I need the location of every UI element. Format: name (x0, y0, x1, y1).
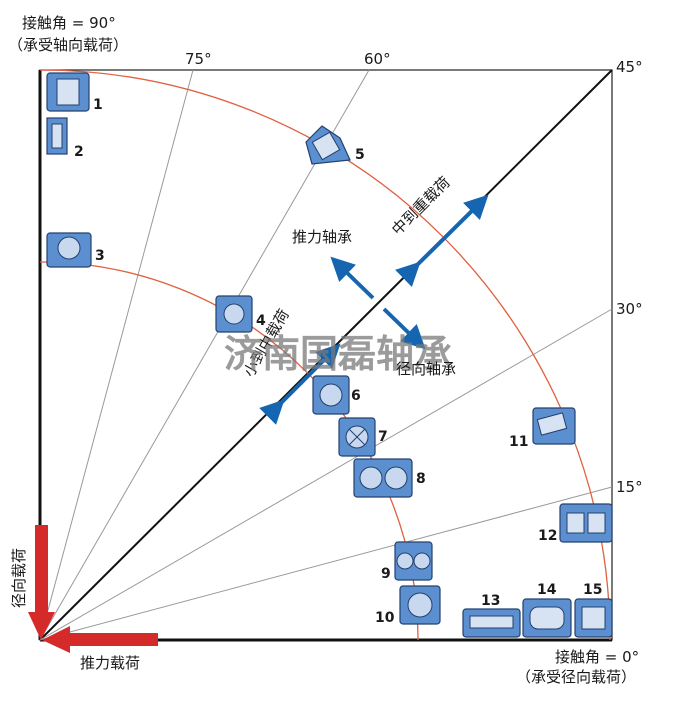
bearing-number-4: 4 (256, 313, 266, 329)
corner-top-line2: （承受轴向载荷） (8, 36, 129, 54)
bearing-icon-6 (312, 375, 350, 415)
line-30 (39, 308, 613, 641)
bearing-number-2: 2 (74, 144, 84, 160)
bearing-icon-4 (215, 295, 253, 333)
bearing-icon-14 (522, 598, 572, 638)
bearing-number-14: 14 (537, 582, 557, 598)
bearing-icon-10 (399, 585, 441, 625)
watermark: 济南国磊轴承 (224, 332, 452, 376)
bearing-icon-1 (46, 72, 90, 112)
thrust-load-arrow (42, 626, 158, 653)
corner-top-line1: 接触角 = 90° (22, 14, 116, 32)
bearing-icon-12 (559, 503, 613, 543)
bearing-icon-3 (46, 232, 92, 268)
bearing-icon-15 (574, 598, 613, 638)
bearing-number-6: 6 (351, 388, 361, 404)
arrow-light-medium (259, 343, 341, 425)
label-medium-heavy: 中到重载荷 (388, 173, 454, 239)
bearing-number-9: 9 (381, 566, 391, 582)
line-75 (39, 69, 194, 641)
bearing-number-5: 5 (355, 147, 365, 163)
label-radial-bearing: 径向轴承 (396, 360, 457, 378)
bearing-icon-9 (394, 541, 433, 581)
bearing-icon-2 (46, 117, 68, 155)
bearing-number-15: 15 (583, 582, 603, 598)
angle-label-45: 45° (616, 58, 643, 76)
bearing-icon-8 (353, 458, 413, 498)
bearing-number-11: 11 (509, 434, 529, 450)
corner-bottom-line1: 接触角 = 0° (555, 648, 640, 666)
bearing-number-3: 3 (95, 248, 105, 264)
bearing-number-12: 12 (538, 528, 558, 544)
bearing-icon-13 (462, 608, 521, 638)
radial-load-arrow (28, 525, 55, 640)
bearing-icon-11 (532, 407, 576, 445)
arrow-thrust (330, 256, 375, 300)
line-15 (39, 486, 613, 641)
angle-label-15: 15° (616, 478, 643, 496)
bearing-icon-5 (305, 125, 351, 165)
label-thrust-bearing: 推力轴承 (292, 228, 353, 246)
angle-label-75: 75° (185, 50, 212, 68)
angle-label-60: 60° (364, 50, 391, 68)
angle-label-30: 30° (616, 300, 643, 318)
label-thrust-load: 推力载荷 (80, 654, 141, 672)
arrow-radial (382, 307, 426, 350)
bearing-number-7: 7 (378, 429, 388, 445)
bearing-number-1: 1 (93, 97, 103, 113)
label-radial-load: 径向载荷 (10, 548, 28, 608)
bearing-number-13: 13 (481, 593, 501, 609)
bearing-number-8: 8 (416, 471, 426, 487)
bearing-icon-7 (338, 417, 376, 457)
arrow-medium-heavy (395, 194, 489, 287)
bearing-number-10: 10 (375, 610, 395, 626)
line-60 (39, 69, 370, 641)
corner-bottom-line2: （承受径向载荷） (516, 668, 637, 686)
